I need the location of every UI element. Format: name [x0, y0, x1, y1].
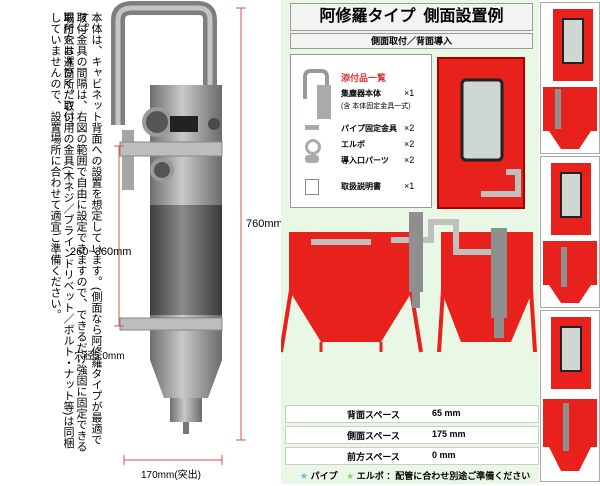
collector-mini-right — [491, 228, 507, 318]
bracket-spacing-label: 260~360mm — [70, 246, 132, 258]
inlet-part-icon — [305, 155, 319, 163]
pipe-star-icon: ★ — [300, 471, 309, 481]
total-height-label: 760mm — [246, 218, 283, 230]
description-col-2: 取付金具の間隔は、右図の範囲で自由に設定できますので、できるだけ強固に固定できる… — [62, 12, 87, 452]
thumbnail-1 — [540, 2, 600, 154]
depth-label: 170mm(突出) — [141, 470, 202, 481]
intake-port — [142, 107, 172, 137]
part-note-1: (含 本体固定金具一式) — [341, 103, 411, 110]
cabinet-diagram — [281, 57, 537, 353]
space-row-side: 側面スペース 175 mm — [285, 426, 539, 444]
manual-part-icon — [305, 179, 319, 195]
parts-heading: 添付品一覧 — [341, 73, 387, 83]
thumbnail-3 — [540, 310, 600, 482]
elbow-port — [150, 158, 174, 182]
part-name-1: 集塵器本体 — [341, 89, 381, 98]
upper-bracket — [119, 141, 223, 157]
parts-list: 添付品一覧 集塵器本体 ×1 (含 本体固定金具一式) パイプ固定金具 ×2 エ… — [290, 54, 432, 208]
cabinet-left — [289, 232, 413, 342]
part-name-5: 取扱説明書 — [341, 182, 381, 191]
part-name-2: パイプ固定金具 — [341, 124, 397, 133]
cabinet-right — [441, 232, 533, 342]
part-name-3: エルボ — [341, 140, 365, 149]
thumbnail-2 — [540, 156, 600, 308]
elbow-part-icon — [305, 139, 321, 155]
description-col-1: 本体は、キャビネット背面への設置を想定しています。(側面なら阿修羅タイプが最適で… — [77, 12, 102, 445]
part-qty-5: ×1 — [404, 181, 415, 191]
part-qty-2: ×2 — [404, 123, 415, 133]
hole-diameter-label: 穴径5.0mm — [74, 351, 125, 362]
part-qty-1: ×1 — [404, 88, 415, 98]
part-qty-4: ×2 — [404, 155, 415, 165]
page-title: 阿修羅タイプ側面設置例 — [290, 3, 533, 31]
lower-bracket — [119, 317, 223, 331]
part-qty-3: ×2 — [404, 139, 415, 149]
description-col-3: 取付穴は４箇所。取付用の金具(木ネジ／ブラインドリベット／ボルト・ナット等)は同… — [49, 12, 74, 449]
collector-part-icon — [303, 69, 331, 119]
part-name-4: 導入口パーツ — [341, 156, 389, 165]
elbow-star-icon: ★ — [346, 471, 355, 481]
space-row-back: 背面スペース 65 mm — [285, 405, 539, 423]
legend: ★ パイプ ★ エルボ ：配管に合わせ別途ご準備ください — [300, 471, 531, 481]
bracket-part-icon — [305, 125, 319, 130]
space-row-front: 前方スペース 0 mm — [285, 447, 539, 465]
collector-mini-left — [409, 212, 423, 292]
collector-diagram — [111, 1, 246, 465]
mount-subtitle: 側面取付／背面導入 — [290, 33, 533, 49]
